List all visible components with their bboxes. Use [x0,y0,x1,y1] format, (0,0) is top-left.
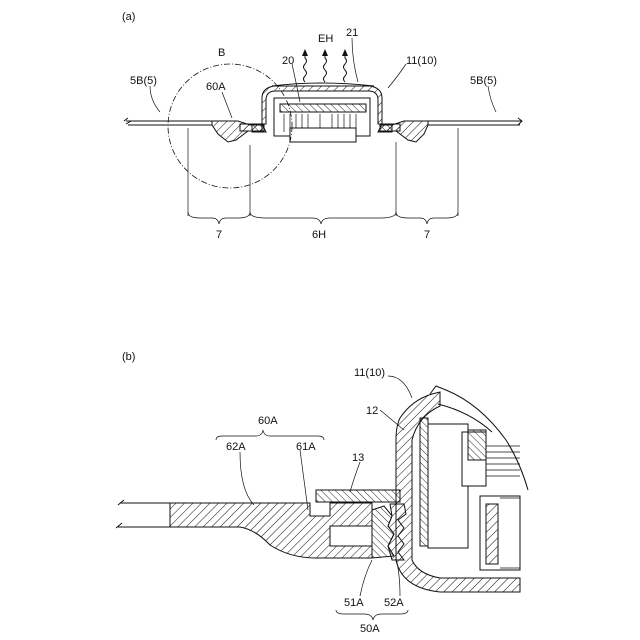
sheet-edge-b [116,500,170,528]
label-20: 20 [282,55,294,67]
label-60a-b: 60A [258,415,278,427]
label-62a: 62A [226,441,246,453]
base-wall [486,504,498,564]
base-plate [290,128,356,142]
label-dim-7-left: 7 [216,229,222,241]
label-dim-7-right: 7 [424,229,430,241]
label-b: B [218,47,225,59]
mounting-member-60a-detail [170,503,372,558]
cover-wall [420,418,428,546]
member-13 [316,490,400,502]
panel-a: (a) [122,11,522,241]
label-61a: 61A [296,441,316,453]
label-5b-left: 5B(5) [130,75,157,87]
ring-right [380,124,400,131]
ring-left [240,124,262,131]
label-5b-right: 5B(5) [470,75,497,87]
panel-b-caption: (b) [122,351,135,363]
panel-b: (b) [116,351,528,635]
heat-arrows-eh [302,49,348,82]
label-21: 21 [346,27,358,39]
leader-lines-b [240,376,412,596]
label-dim-6h: 6H [312,229,326,241]
panel-a-caption: (a) [122,11,135,23]
label-eh: EH [318,33,333,45]
label-13: 13 [352,452,364,464]
label-52a: 52A [384,597,404,609]
label-11-10-a: 11(10) [406,55,437,67]
fins-b [486,446,520,476]
brace-60a [216,430,324,440]
label-11-10-b: 11(10) [354,367,385,379]
element-20 [280,104,366,112]
label-12: 12 [366,405,378,417]
brace-50a [336,610,408,620]
element-20-b [468,430,486,460]
label-50a: 50A [360,623,380,635]
label-51a: 51A [344,597,364,609]
label-60a-a: 60A [206,81,226,93]
